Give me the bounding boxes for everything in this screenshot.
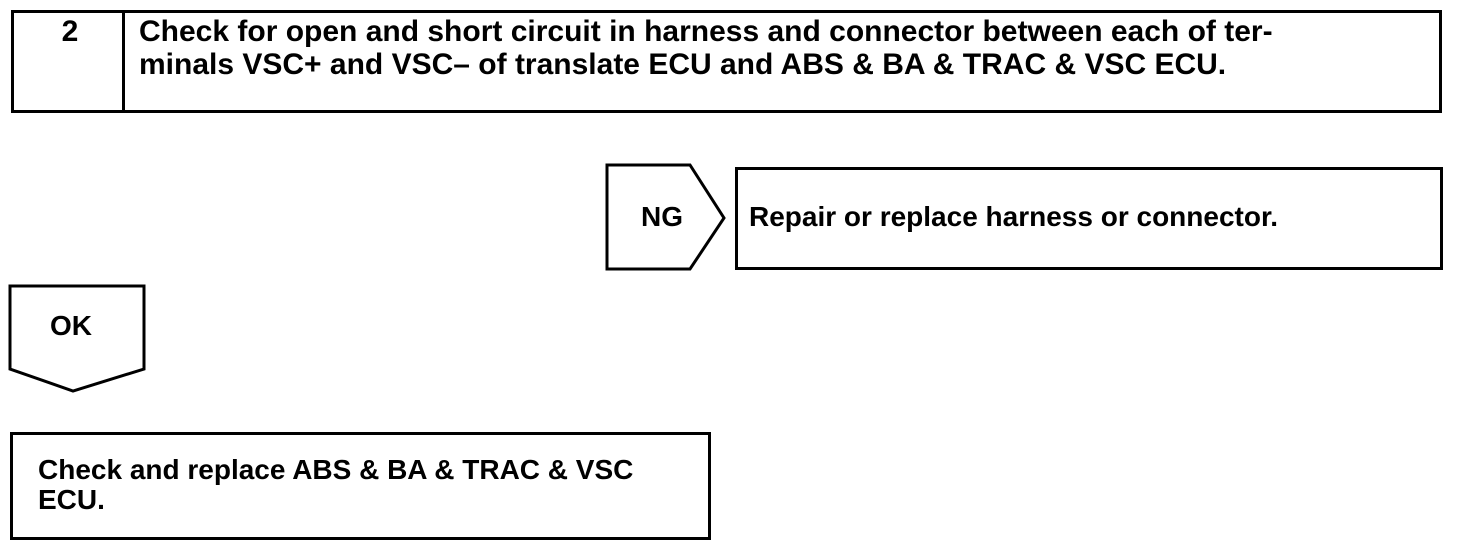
final-action-line-1: Check and replace ABS & BA & TRAC & VSC — [38, 454, 634, 485]
final-action-box — [10, 432, 711, 540]
ng-arrow-shape — [605, 163, 726, 271]
step-box — [11, 10, 1442, 113]
ng-label: NG — [641, 201, 683, 232]
ok-arrow-shape — [8, 284, 146, 393]
ng-action-box — [735, 167, 1443, 270]
step-instruction-line-1: Check for open and short circuit in harn… — [139, 15, 1273, 48]
ok-label: OK — [50, 310, 92, 341]
step-number: 2 — [61, 15, 79, 48]
step-number-divider — [122, 10, 125, 113]
step-instruction-line-2: minals VSC+ and VSC– of translate ECU an… — [139, 48, 1227, 81]
final-action-line-2: ECU. — [38, 484, 105, 515]
ng-action-text: Repair or replace harness or connector. — [749, 201, 1279, 232]
